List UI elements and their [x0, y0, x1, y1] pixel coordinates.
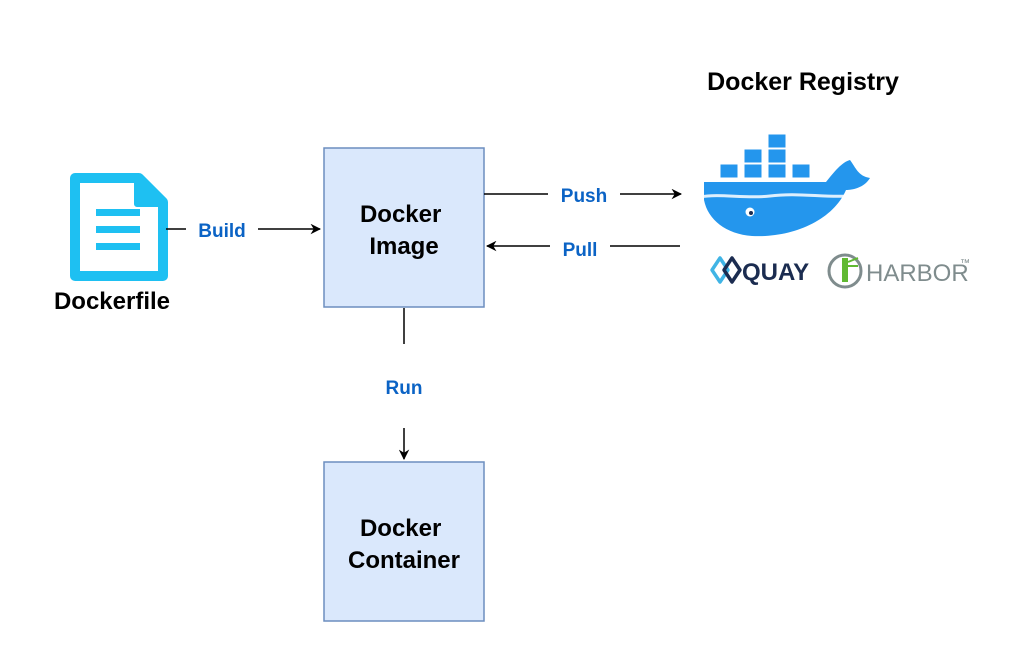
docker-container-label-line1: Docker: [360, 515, 441, 542]
docker-image-box[interactable]: [323, 147, 485, 308]
quay-text: QUAY: [742, 259, 809, 286]
build-edge[interactable]: Build: [166, 221, 322, 242]
run-edge-label: Run: [386, 378, 423, 399]
push-edge-label: Push: [561, 186, 607, 207]
push-edge[interactable]: Push: [484, 186, 683, 207]
whale-container-r3-2: [743, 163, 763, 179]
quay-mark-right: [722, 256, 742, 284]
quay-mark-left: [710, 256, 730, 284]
docker-whale-logo: [699, 133, 870, 237]
harbor-lighthouse-icon: [827, 253, 863, 289]
whale-container-r3-3: [767, 163, 787, 179]
run-edge[interactable]: Run: [386, 308, 423, 461]
docker-image-label-line2: Image: [369, 233, 438, 260]
whale-container-r2-2: [767, 148, 787, 164]
whale-containers: [719, 133, 811, 179]
document-icon-body: [70, 173, 168, 281]
harbor-icon-ring: [827, 253, 863, 289]
docker-image-label: Docker Image: [360, 201, 448, 260]
docker-image-label-line1: Docker: [360, 201, 441, 228]
docker-container-node[interactable]: Docker Container: [323, 461, 485, 622]
docker-registry-node[interactable]: Docker Registry: [699, 68, 970, 289]
docker-container-label-line2: Container: [348, 547, 460, 574]
harbor-text: HARBOR: [866, 260, 969, 287]
docker-image-node[interactable]: Docker Image: [323, 147, 485, 308]
dockerfile-label: Dockerfile: [54, 288, 170, 315]
document-icon-line-2: [96, 226, 140, 233]
whale-container-top: [767, 133, 787, 149]
docker-container-box[interactable]: [323, 461, 485, 622]
whale-waterline: [699, 193, 861, 199]
docker-registry-title: Docker Registry: [707, 68, 899, 96]
whale-body: [704, 160, 870, 237]
dockerfile-node[interactable]: Dockerfile: [54, 173, 170, 315]
whale-container-r2-1: [743, 148, 763, 164]
pull-edge[interactable]: Pull: [485, 240, 680, 261]
harbor-logo: HARBOR ™: [827, 253, 970, 289]
harbor-tm: ™: [960, 258, 970, 269]
docker-container-label: Docker Container: [348, 515, 460, 574]
document-icon-line-1: [96, 209, 140, 216]
pull-edge-label: Pull: [563, 240, 598, 261]
document-icon: [70, 173, 168, 281]
harbor-icon-tower: [842, 258, 848, 282]
quay-logo: QUAY: [710, 256, 809, 286]
whale-eye-pupil: [749, 211, 753, 215]
harbor-icon-beam: [847, 257, 859, 267]
quay-mark-icon: [710, 256, 742, 284]
whale-container-r3-4: [791, 163, 811, 179]
build-edge-label: Build: [198, 221, 246, 242]
whale-container-r3-1: [719, 163, 739, 179]
document-icon-fold: [134, 178, 163, 207]
document-icon-line-3: [96, 243, 140, 250]
